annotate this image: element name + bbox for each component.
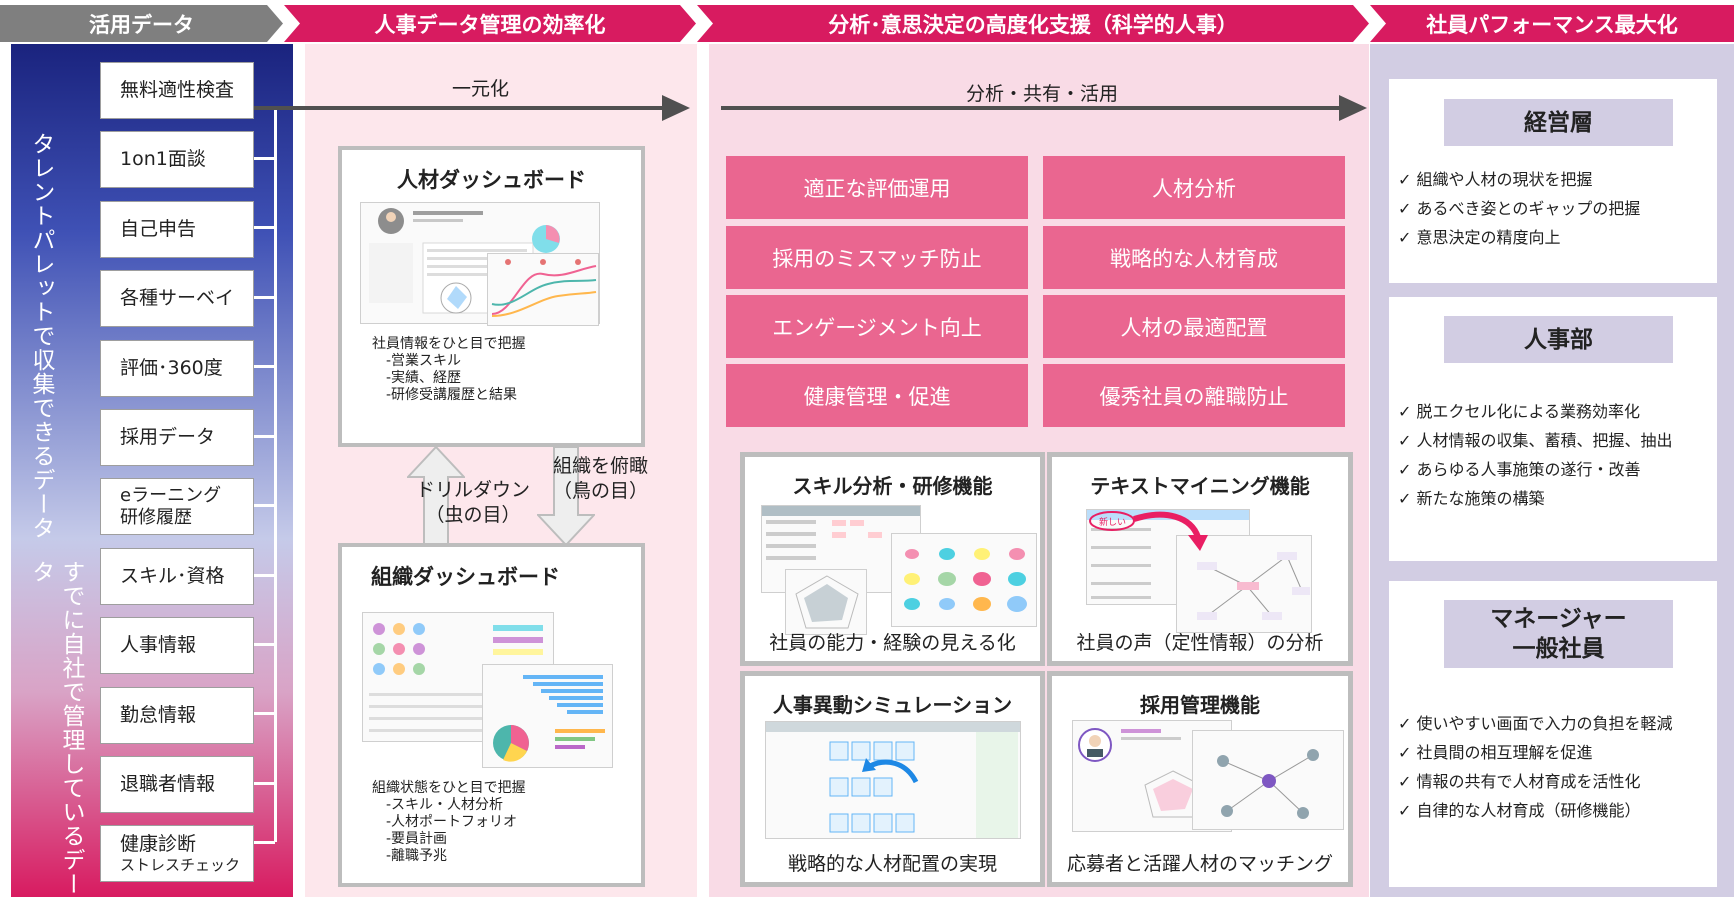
data-item: eラーニング研修履歴 (100, 478, 254, 535)
panel-list: ✓ 脱エクセル化による業務効率化 ✓ 人材情報の収集、蓄積、把握、抽出 ✓ あら… (1398, 397, 1673, 513)
panel-list-item: ✓ 新たな施策の構築 (1398, 489, 1545, 508)
collectable-data-label: タレントパレットで収集できるデータ (28, 132, 54, 540)
panel-list-item: ✓ 人材情報の収集、蓄積、把握、抽出 (1398, 431, 1673, 450)
org-dashboard-title: 組織ダッシュボード (371, 565, 560, 589)
card-caption: 戦略的な人材配置の実現 (787, 853, 997, 875)
bracket-tick (254, 365, 275, 368)
panel-list: ✓ 使いやすい画面で入力の負担を軽減 ✓ 社員間の相互理解を促進 ✓ 情報の共有… (1398, 709, 1673, 825)
manager-employee-panel: マネージャー 一般社員 ✓ 使いやすい画面で入力の負担を軽減 ✓ 社員間の相互理… (1389, 581, 1717, 887)
data-item: 健康診断ストレスチェック (100, 825, 254, 882)
bracket-tick (254, 782, 275, 785)
data-item: 自己申告 (100, 201, 254, 258)
word-network-screenshot (1176, 535, 1312, 633)
data-item: 勤怠情報 (100, 687, 254, 744)
overview-label: 組織を俯瞰 （鳥の目） (553, 455, 649, 502)
hr-panel: 人事部 ✓ 脱エクセル化による業務効率化 ✓ 人材情報の収集、蓄積、把握、抽出 … (1389, 297, 1717, 561)
talent-dashboard-title: 人材ダッシュボード (397, 168, 586, 192)
card-caption: 応募者と活躍人材のマッチング (1066, 853, 1333, 875)
card-caption: 社員の能力・経験の見える化 (769, 632, 1016, 654)
bracket-line (274, 108, 277, 842)
panel-list: ✓ 組織や人材の現状を把握 ✓ あるべき姿とのギャップの把握 ✓ 意思決定の精度… (1398, 165, 1640, 252)
panel-list-item: ✓ 情報の共有で人材育成を活性化 (1398, 772, 1641, 791)
org-dashboard-desc: 組織状態をひと目で把握 -スキル・人材分析 -人材ポートフォリオ -要員計画 -… (372, 780, 526, 864)
data-item: 評価･360度 (100, 340, 254, 397)
header-data-efficiency: 人事データ管理の効率化 (284, 5, 696, 42)
panel-list-item: ✓ 自律的な人材育成（研修機能） (1398, 801, 1641, 820)
header-label: 社員パフォーマンス最大化 (1426, 12, 1678, 37)
panel-title: マネージャー 一般社員 (1444, 600, 1673, 668)
bubble-chart-screenshot (891, 533, 1037, 627)
drilldown-arrow (407, 447, 465, 545)
org-charts-screenshot (482, 664, 613, 768)
panel-list-item: ✓ 組織や人材の現状を把握 (1398, 170, 1593, 189)
bracket-tick (254, 435, 275, 438)
bracket-tick (254, 643, 275, 646)
recruitment-card: 採用管理機能 応募者と活躍人材のマッチング (1047, 671, 1353, 887)
skill-analysis-card: スキル分析・研修機能 社員の能力・経験の見える化 (740, 452, 1045, 666)
panel-list-item: ✓ 使いやすい画面で入力の負担を軽減 (1398, 714, 1673, 733)
data-item: 1on1面談 (100, 131, 254, 188)
card-title: テキストマイニング機能 (1090, 474, 1310, 498)
simulation-screenshot (765, 721, 1021, 839)
analysis-label: 分析・共有・活用 (966, 83, 1119, 105)
talent-dashboard-desc: 社員情報をひと目で把握 -営業スキル -実績、経歴 -研修受講履歴と結果 (372, 336, 526, 403)
drilldown-label: ドリルダウン （虫の目） (416, 479, 531, 526)
panel-list-item: ✓ 脱エクセル化による業務効率化 (1398, 402, 1641, 421)
org-dashboard: 組織ダッシュボード 組織状態をひと目で把握 -スキル・人材分析 -人材ポートフォ… (338, 543, 645, 887)
card-title: 採用管理機能 (1140, 693, 1260, 717)
analysis-arrow (721, 106, 1341, 110)
bracket-tick (254, 841, 275, 844)
data-item: 退職者情報 (100, 756, 254, 813)
overview-arrow (537, 447, 595, 545)
card-caption: 社員の声（定性情報）の分析 (1076, 632, 1324, 654)
panel-title: 経営層 (1444, 99, 1673, 146)
bracket-tick (254, 157, 275, 160)
bracket-tick (254, 574, 275, 577)
existing-data-label: すでに自社で管理しているデータ (28, 560, 84, 896)
card-title: スキル分析・研修機能 (792, 474, 993, 498)
talent-dashboard: 人材ダッシュボード 社員情報をひと目で把握 -営業スキル -実績、経歴 - (338, 146, 645, 447)
growth-chart-screenshot (487, 253, 599, 326)
benefit-box: エンゲージメント向上 (726, 295, 1028, 358)
header-analysis: 分析･意思決定の高度化支援（科学的人事） (697, 5, 1369, 42)
data-item: スキル･資格 (100, 548, 254, 605)
radar-screenshot (785, 569, 867, 635)
new-tag: 新しい (1099, 518, 1127, 528)
benefit-box: 戦略的な人材育成 (1043, 226, 1345, 289)
benefit-box: 人材の最適配置 (1043, 295, 1345, 358)
header-label: 活用データ (89, 12, 194, 37)
unify-label: 一元化 (452, 78, 510, 100)
panel-title: 人事部 (1444, 316, 1673, 363)
analysis-arrow-head (1339, 95, 1367, 121)
panel-list-item: ✓ あるべき姿とのギャップの把握 (1398, 199, 1641, 218)
benefit-box: 人材分析 (1043, 156, 1345, 219)
bracket-tick (254, 504, 275, 507)
panel-list-item: ✓ 社員間の相互理解を促進 (1398, 743, 1593, 762)
matching-network-screenshot (1192, 730, 1344, 830)
unify-arrow-head (662, 95, 690, 121)
unify-arrow (254, 106, 664, 110)
text-mining-card: テキストマイニング機能 新しい 社員の声（定性情報）の分析 (1047, 452, 1353, 666)
panel-list-item: ✓ 意思決定の精度向上 (1398, 228, 1561, 247)
benefit-box: 優秀社員の離職防止 (1043, 364, 1345, 427)
header-performance: 社員パフォーマンス最大化 (1370, 5, 1734, 42)
transfer-simulation-card: 人事異動シミュレーション 戦略的な人材配置の実現 (740, 671, 1045, 887)
benefit-box: 適正な評価運用 (726, 156, 1028, 219)
data-item: 採用データ (100, 409, 254, 466)
highlight-arrow (1089, 511, 1208, 551)
header-data-used: 活用データ (0, 5, 283, 42)
header-label: 人事データ管理の効率化 (374, 12, 606, 37)
panel-list-item: ✓ あらゆる人事施策の遂行・改善 (1398, 460, 1641, 479)
card-title: 人事異動シミュレーション (772, 693, 1013, 717)
data-item: 人事情報 (100, 617, 254, 674)
header-label: 分析･意思決定の高度化支援（科学的人事） (828, 12, 1238, 37)
benefit-box: 採用のミスマッチ防止 (726, 226, 1028, 289)
bracket-tick (254, 226, 275, 229)
benefit-box: 健康管理・促進 (726, 364, 1028, 427)
data-item: 無料適性検査 (100, 62, 254, 119)
bracket-tick (254, 712, 275, 715)
bracket-tick (254, 296, 275, 299)
data-item: 各種サーベイ (100, 270, 254, 327)
executive-panel: 経営層 ✓ 組織や人材の現状を把握 ✓ あるべき姿とのギャップの把握 ✓ 意思決… (1389, 79, 1717, 283)
